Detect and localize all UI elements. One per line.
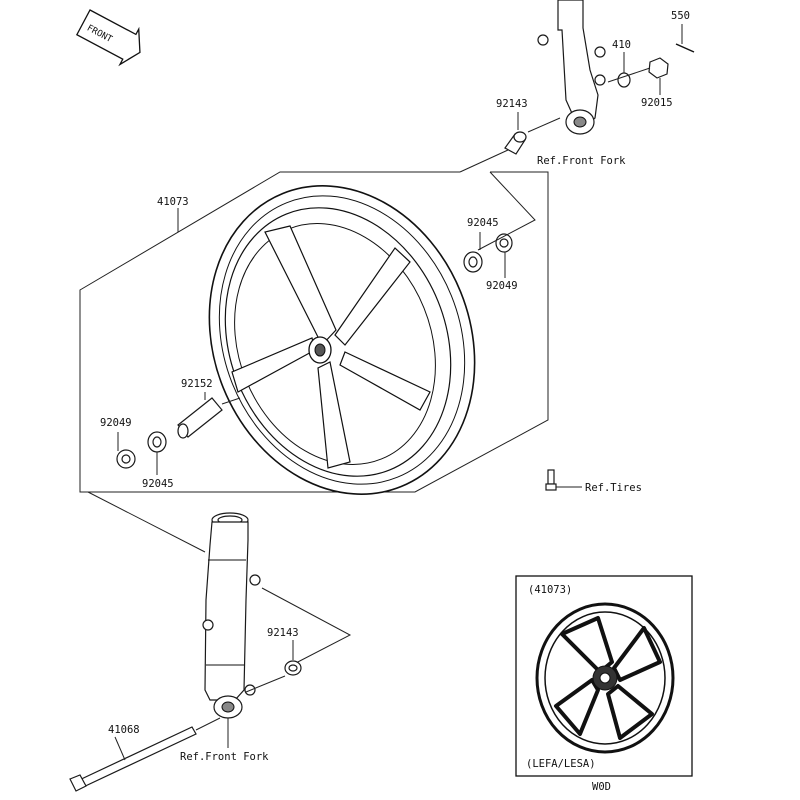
label-41073: 41073: [157, 196, 189, 208]
pin-550: [675, 43, 695, 53]
assembly-frame: [79, 171, 549, 493]
label-92049-top: 92049: [486, 280, 518, 292]
label-92015: 92015: [641, 97, 673, 109]
label-41068: 41068: [108, 724, 140, 736]
axle-41068: [69, 726, 197, 792]
label-410: 410: [612, 39, 631, 51]
label-ref-tires: Ref.Tires: [585, 482, 642, 494]
label-92049-left: 92049: [100, 417, 132, 429]
inset-part-label: (41073): [528, 584, 572, 596]
collar-92152: [177, 397, 223, 439]
collar-92143-top: [504, 131, 527, 155]
label-92045-left: 92045: [142, 478, 174, 490]
nut-92015: [648, 57, 669, 79]
label-92143-bottom: 92143: [267, 627, 299, 639]
wheel-rim: [208, 185, 476, 495]
collar-92143-bottom: [284, 660, 302, 676]
front-fork-bottom: [202, 512, 261, 719]
front-fork-top: [537, 0, 606, 135]
label-92045-top: 92045: [467, 217, 499, 229]
inset-variant-label: (LEFA/LESA): [526, 758, 596, 770]
inset-wheel: [535, 602, 675, 754]
label-92143-top: 92143: [496, 98, 528, 110]
label-92152: 92152: [181, 378, 213, 390]
front-direction-arrow: FRONT: [75, 9, 141, 67]
inset-code-label: W0D: [592, 781, 611, 793]
label-ref-front-fork-top: Ref.Front Fork: [537, 155, 626, 167]
label-550: 550: [671, 10, 690, 22]
label-ref-front-fork-bottom: Ref.Front Fork: [180, 751, 269, 763]
tire-valve: [545, 469, 557, 491]
inset-panel: [515, 575, 693, 777]
